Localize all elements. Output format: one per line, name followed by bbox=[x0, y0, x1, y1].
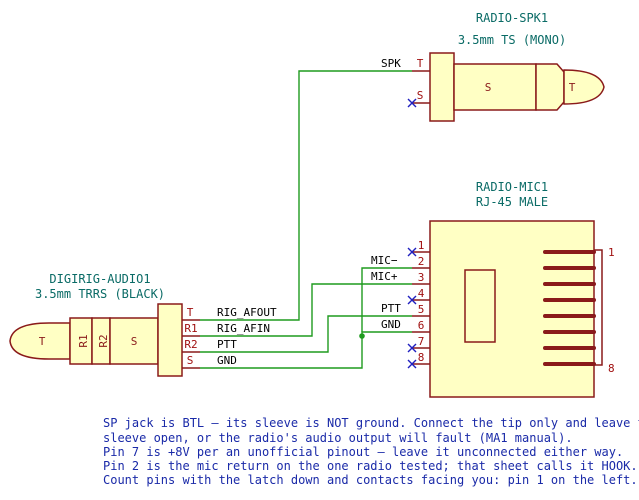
audio-jack-sleeve bbox=[109, 317, 159, 365]
net-label-gnd-left: GND bbox=[217, 354, 237, 367]
net-label-ptt-left: PTT bbox=[217, 338, 237, 351]
digirig-audio1-symbol[interactable]: DIGIRIG-AUDIO1 3.5mm TRRS (BLACK) T R1 R… bbox=[9, 272, 200, 377]
note-line-4: Pin 2 is the mic return on the one radio… bbox=[103, 459, 638, 473]
spk-jack-neck bbox=[535, 63, 565, 111]
net-label-gnd-right: GND bbox=[381, 318, 401, 331]
spk-jack-collar bbox=[429, 52, 455, 122]
junction-dot bbox=[359, 333, 365, 339]
wire-rig-afout-spk[interactable] bbox=[200, 70, 412, 321]
spk-jack-tip bbox=[563, 69, 605, 105]
mic-pin-5: 5 bbox=[418, 303, 425, 316]
net-label-mic-minus: MIC− bbox=[371, 254, 398, 267]
mic-pin-8: 8 bbox=[418, 351, 425, 364]
net-label-rig-afout: RIG_AFOUT bbox=[217, 306, 277, 319]
notes-block: SP jack is BTL — its sleeve is NOT groun… bbox=[103, 416, 639, 487]
mic-pin-2: 2 bbox=[418, 255, 425, 268]
spk-pin-s: S bbox=[417, 89, 424, 102]
radio-spk1-ref: RADIO-SPK1 bbox=[476, 11, 548, 25]
audio-jack-tip bbox=[9, 322, 71, 360]
no-connect-mic-7 bbox=[407, 343, 417, 353]
no-connect-markers bbox=[407, 98, 417, 369]
spk-jack-sleeve bbox=[453, 63, 537, 111]
radio-spk1-value: 3.5mm TS (MONO) bbox=[458, 33, 566, 47]
note-line-3: Pin 7 is +8V per an unofficial pinout — … bbox=[103, 445, 623, 459]
radio-mic1-ref: RADIO-MIC1 bbox=[476, 180, 548, 194]
audio-body-label-r2: R2 bbox=[97, 334, 110, 347]
wire-ptt[interactable] bbox=[200, 315, 412, 353]
mic-pin-3: 3 bbox=[418, 271, 425, 284]
radio-mic1-symbol[interactable]: RADIO-MIC1 RJ-45 MALE 1 8 1 2 3 4 5 6 7 … bbox=[412, 180, 615, 398]
mic-pin-6: 6 bbox=[418, 319, 425, 332]
net-label-spk: SPK bbox=[381, 57, 401, 70]
audio-pin-s: S bbox=[187, 354, 194, 367]
rj45-edge-number-1: 1 bbox=[608, 246, 615, 259]
note-line-5: Count pins with the latch down and conta… bbox=[103, 473, 638, 487]
net-label-mic-plus: MIC+ bbox=[371, 270, 398, 283]
note-line-2: sleeve open, or the radio's audio output… bbox=[103, 431, 573, 445]
mic-pin-4: 4 bbox=[418, 287, 425, 300]
net-label-ptt-right: PTT bbox=[381, 302, 401, 315]
rj45-contact-bracket bbox=[594, 249, 603, 366]
wires bbox=[200, 70, 412, 369]
no-connect-mic-1 bbox=[407, 247, 417, 257]
spk-body-label-s: S bbox=[485, 81, 492, 94]
audio-pin-r1: R1 bbox=[184, 322, 197, 335]
spk-body-label-t: T bbox=[569, 81, 576, 94]
audio-jack-collar bbox=[157, 303, 183, 377]
mic-pin-1: 1 bbox=[418, 239, 425, 252]
wire-gnd[interactable] bbox=[200, 331, 412, 369]
radio-mic1-value: RJ-45 MALE bbox=[476, 195, 548, 209]
audio-pin-t: T bbox=[187, 306, 194, 319]
audio-body-label-r1: R1 bbox=[77, 334, 90, 347]
digirig-audio1-ref: DIGIRIG-AUDIO1 bbox=[49, 272, 150, 286]
mic-pin-7: 7 bbox=[418, 335, 425, 348]
digirig-audio1-value: 3.5mm TRRS (BLACK) bbox=[35, 287, 165, 301]
net-label-rig-afin: RIG_AFIN bbox=[217, 322, 270, 335]
rj45-body bbox=[429, 220, 595, 398]
rj45-edge-number-8: 8 bbox=[608, 362, 615, 375]
radio-spk1-symbol[interactable]: RADIO-SPK1 3.5mm TS (MONO) S T T S bbox=[412, 11, 605, 122]
no-connect-mic-8 bbox=[407, 359, 417, 369]
rj45-latch bbox=[464, 269, 496, 343]
no-connect-mic-4 bbox=[407, 295, 417, 305]
audio-pin-r2: R2 bbox=[184, 338, 197, 351]
note-line-1: SP jack is BTL — its sleeve is NOT groun… bbox=[103, 416, 639, 430]
spk-pin-t: T bbox=[417, 57, 424, 70]
audio-body-label-t: T bbox=[39, 335, 46, 348]
audio-body-label-s: S bbox=[131, 335, 138, 348]
no-connect-spk-s bbox=[407, 98, 417, 108]
wire-mic-minus-to-gnd[interactable] bbox=[361, 267, 412, 332]
